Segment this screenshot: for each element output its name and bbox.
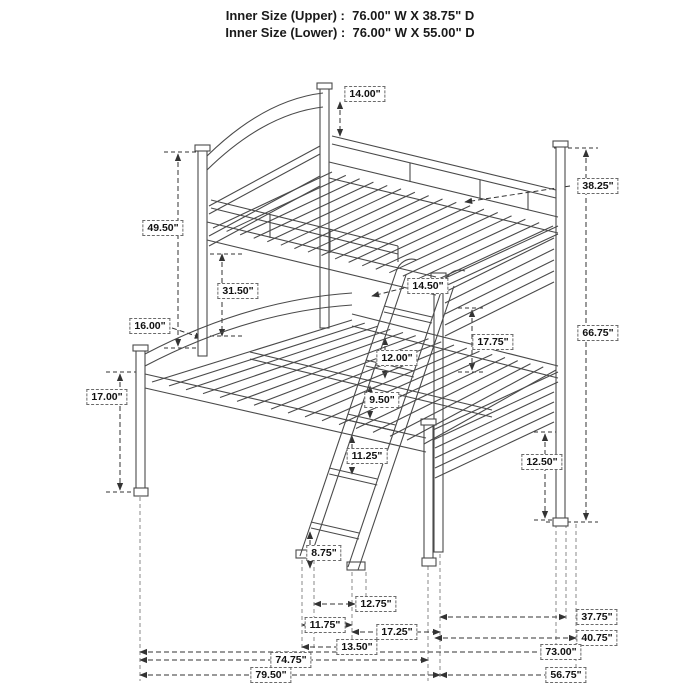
dim-rung-spacing-lower-mid: 11.25" [346,448,388,464]
upper-front-right-post [433,277,444,553]
upper-footboard-louvers [444,237,555,337]
upper-headboard-arch [206,92,324,157]
dim-ladder-foot-span-outer: 13.50" [336,639,378,655]
lower-headboard-arch [144,292,353,355]
dim-lower-headboard-height: 16.00" [129,318,171,334]
dim-bunk-clearance: 17.75" [472,334,514,350]
dim-rung-spacing-bottom: 8.75" [306,545,342,561]
dim-rung-spacing-upper-mid: 9.50" [364,392,400,408]
bed-drawing [132,82,569,571]
dim-lower-frame-floor-height: 17.00" [86,389,128,405]
dim-upper-bed-depth: 38.25" [577,178,619,194]
dim-footboard-outer-width: 40.75" [576,630,618,646]
ladder-right-rail [347,282,445,568]
dim-upper-section-height: 49.50" [142,220,184,236]
dim-lower-bed-width-overall: 56.75" [545,667,587,683]
upper-back-left-post [319,87,330,329]
ladder-rungs [310,311,433,540]
lower-footboard-louvers [434,391,555,479]
dim-rail-to-floor: 12.50" [521,454,563,470]
lower-front-right-post [423,423,434,561]
dim-ladder-foot-span-inner: 12.75" [355,596,397,612]
lower-bunk-slats [151,319,557,445]
lower-front-left-post [135,349,146,491]
dim-footboard-inner-width: 37.75" [576,609,618,625]
dim-guardrail-to-lower-rail: 31.50" [217,283,259,299]
front-guard-rail [210,199,399,247]
upper-front-left-post [197,149,208,357]
inner-size-lower-text: Inner Size (Lower) : 76.00" W X 55.00" D [225,24,475,40]
back-guard-rail [331,135,557,191]
dim-lower-bed-length: 74.75" [270,652,312,668]
dim-overall-length: 79.50" [250,667,292,683]
dim-headboard-panel-height: 14.00" [344,86,386,102]
dim-ladder-clearance: 17.25" [376,624,418,640]
inner-size-upper-text: Inner Size (Upper) : 76.00" W X 38.75" D [225,8,475,23]
dim-ladder-width: 11.75" [304,617,346,633]
dim-rung-spacing-top: 12.00" [376,350,418,366]
upper-bunk-slats [212,171,554,284]
dim-frame-length: 73.00" [540,644,582,660]
dim-overall-height: 66.75" [577,325,619,341]
inner-size-title: Inner Size (Upper) : 76.00" W X 38.75" D… [0,8,700,42]
dim-upper-rail-height: 14.50" [407,278,449,294]
